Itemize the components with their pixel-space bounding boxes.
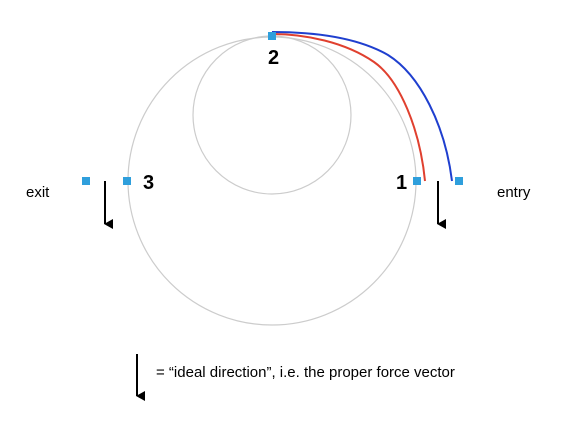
marker-point-3 xyxy=(123,177,131,185)
marker-exit xyxy=(82,177,90,185)
point-label-2: 2 xyxy=(268,47,279,69)
blue-racing-line xyxy=(271,31,453,182)
marker-point-1 xyxy=(413,177,421,185)
exit-label: exit xyxy=(26,184,50,201)
marker-entry xyxy=(455,177,463,185)
marker-point-2 xyxy=(268,32,276,40)
point-label-1: 1 xyxy=(396,172,407,194)
legend-text: = “ideal direction”, i.e. the proper for… xyxy=(156,364,455,381)
red-racing-line xyxy=(271,33,426,182)
point-label-3: 3 xyxy=(143,172,154,194)
entry-label: entry xyxy=(497,184,531,201)
large-circle xyxy=(127,36,417,326)
